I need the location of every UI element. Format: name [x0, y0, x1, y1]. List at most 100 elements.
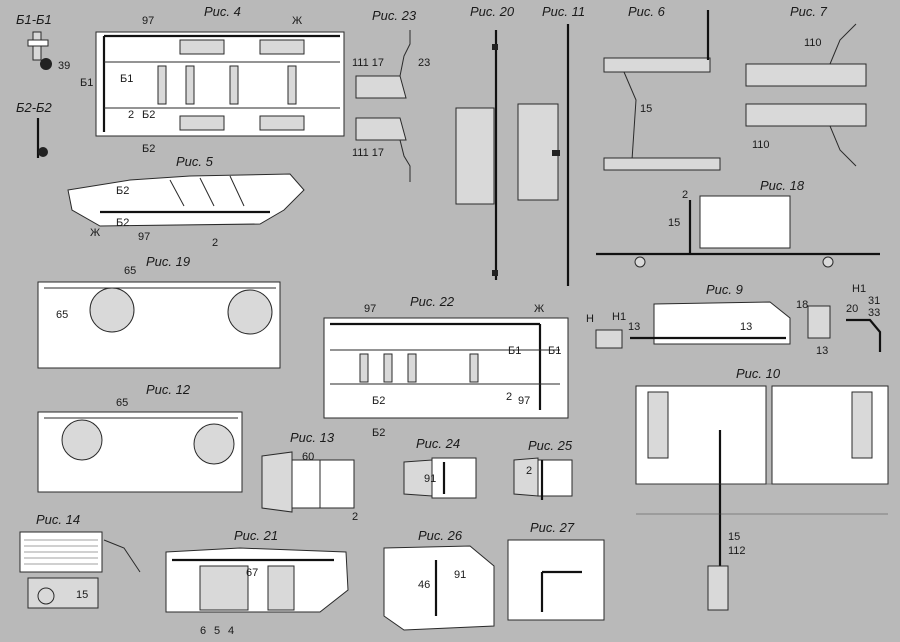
label-65: 65: [124, 265, 136, 277]
cable-route: [399, 139, 411, 182]
mirror-bracket: [647, 391, 669, 459]
label-20: 20: [846, 303, 858, 315]
label-6: 6: [200, 625, 206, 637]
cable-route: [605, 71, 637, 167]
panel-shape: [291, 459, 355, 509]
frame-rail: [169, 175, 245, 207]
label-b2: Б2: [116, 217, 129, 229]
tank-shape: [261, 451, 293, 513]
label-15: 15: [728, 531, 740, 543]
figure-21-caption: Рис. 21: [234, 528, 278, 543]
figure-19: Рис. 19 65 65: [37, 254, 281, 369]
tank-shape: [227, 289, 273, 335]
figure-6-caption: Рис. 6: [628, 4, 666, 19]
battery-shape: [199, 565, 249, 611]
label-110: 110: [752, 139, 770, 151]
battery-shape: [267, 565, 295, 611]
label-2: 2: [682, 189, 688, 201]
label-2: 2: [526, 465, 532, 477]
figure-14: Рис. 14 15: [19, 512, 141, 609]
grille-slats: [24, 539, 98, 565]
tank-shape: [179, 39, 225, 55]
label-b1: Б1: [508, 345, 521, 357]
frame-outline: [67, 173, 305, 227]
figure-21: Рис. 21 67 6 5 4: [165, 528, 349, 637]
figure-4-caption: Рис. 4: [204, 4, 241, 19]
label-4: 4: [228, 625, 234, 637]
tank-shape: [259, 115, 305, 131]
panel-shape: [431, 457, 477, 499]
cab-panel: [745, 63, 867, 87]
bumper-part: [707, 565, 729, 611]
figure-18: Рис. 18 2 15: [596, 178, 880, 268]
cab-outline: [383, 545, 495, 631]
bracket-flange: [27, 39, 49, 47]
figure-13: Рис. 13 60 2: [261, 430, 358, 523]
label-111-17: 111 17: [352, 57, 384, 69]
label-18: 18: [796, 299, 808, 311]
bracket-shape: [355, 117, 407, 141]
figure-22-caption: Рис. 22: [410, 294, 455, 309]
lamp: [822, 256, 834, 268]
figure-12-caption: Рис. 12: [146, 382, 191, 397]
figure-24: Рис. 24 91: [403, 436, 477, 499]
figure-14-caption: Рис. 14: [36, 512, 80, 527]
label-b1: Б1: [80, 77, 93, 89]
label-zh: Ж: [534, 303, 544, 315]
figure-11: Рис. 11: [517, 4, 585, 286]
label-31: 31: [868, 295, 880, 307]
label-b2: Б2: [372, 427, 385, 439]
figure-9: Рис. 9 Н Н1 13 13: [586, 282, 791, 349]
label-39: 39: [58, 60, 70, 72]
label-110: 110: [804, 37, 822, 49]
label-60: 60: [302, 451, 314, 463]
figure-8: Н1 18 20 31 33 13: [796, 283, 882, 357]
cab-panel: [603, 57, 711, 73]
label-97: 97: [518, 395, 530, 407]
figure-7: Рис. 7 110 110: [745, 4, 867, 167]
cable-bundle-section: [38, 147, 48, 157]
tank-shape: [259, 39, 305, 55]
cab-outline: [507, 539, 605, 621]
figure-5-caption: Рис. 5: [176, 154, 214, 169]
label-15: 15: [668, 217, 680, 229]
tank-shape: [193, 423, 235, 465]
tank-shape: [61, 419, 103, 461]
figure-5: Рис. 5 Б2 Б2 Ж 97 2: [67, 154, 305, 249]
panel-shape: [537, 459, 573, 497]
figure-13-caption: Рис. 13: [290, 430, 335, 445]
figure-26: Рис. 26 91 46: [383, 528, 495, 631]
connector: [492, 44, 498, 50]
figure-7-caption: Рис. 7: [790, 4, 828, 19]
figure-10-caption: Рис. 10: [736, 366, 781, 381]
label-zh: Ж: [90, 227, 100, 239]
section-b2-caption: Б2-Б2: [16, 100, 52, 115]
tank-shape: [513, 457, 539, 497]
lamp: [37, 587, 55, 605]
label-23: 23: [418, 57, 430, 69]
connector: [552, 150, 560, 156]
figure-26-caption: Рис. 26: [418, 528, 463, 543]
panel-shape: [517, 103, 559, 201]
label-33: 33: [868, 307, 880, 319]
crossmember: [287, 65, 297, 105]
label-n: Н: [586, 313, 594, 325]
cab-panel: [745, 103, 867, 127]
label-b1: Б1: [120, 73, 133, 85]
label-zh: Ж: [292, 15, 302, 27]
label-65: 65: [116, 397, 128, 409]
bracket-shape: [807, 305, 831, 339]
label-91: 91: [454, 569, 466, 581]
figure-25: Рис. 25 2: [513, 438, 573, 500]
crossmember: [469, 353, 479, 383]
crossmember: [229, 65, 239, 105]
panel-shape: [455, 107, 495, 205]
section-b2-b2: Б2-Б2: [16, 100, 52, 158]
figure-27: Рис. 27: [507, 520, 605, 621]
crossmember: [185, 65, 195, 105]
label-112: 112: [728, 545, 746, 557]
figure-6: Рис. 6 15: [603, 4, 721, 171]
cable-route: [399, 30, 411, 77]
tank-shape: [179, 115, 225, 131]
